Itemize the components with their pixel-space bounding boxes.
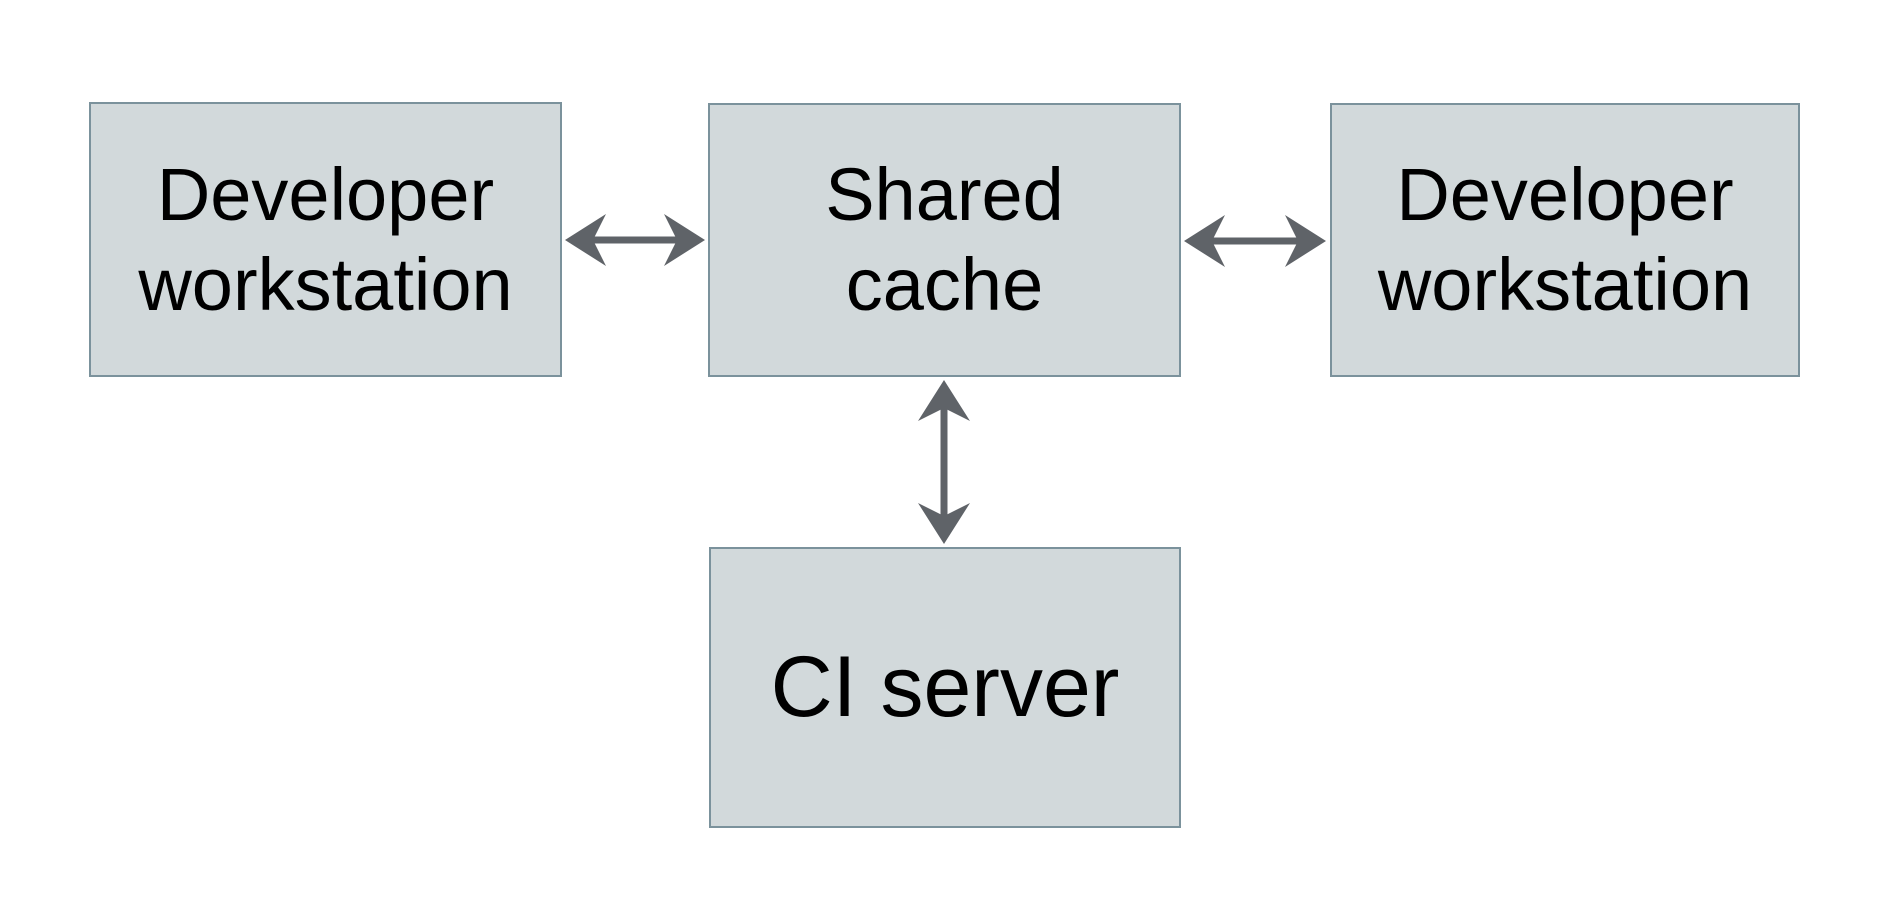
- double-arrow-dev-left-shared-cache: [565, 214, 705, 266]
- node-ci-server: CI server: [709, 547, 1181, 828]
- arrowhead-right-icon: [664, 214, 705, 266]
- node-developer-workstation-right: Developer workstation: [1330, 103, 1800, 377]
- arrowhead-left-icon: [565, 214, 606, 266]
- double-arrow-shared-cache-ci-server: [918, 380, 970, 544]
- double-arrow-shared-cache-dev-right: [1184, 215, 1326, 267]
- node-shared-cache: Shared cache: [708, 103, 1181, 377]
- node-developer-workstation-left: Developer workstation: [89, 102, 562, 377]
- arrowhead-left-icon: [1184, 215, 1225, 267]
- arrowhead-up-icon: [918, 380, 970, 421]
- arrowhead-down-icon: [918, 503, 970, 544]
- arrowhead-right-icon: [1285, 215, 1326, 267]
